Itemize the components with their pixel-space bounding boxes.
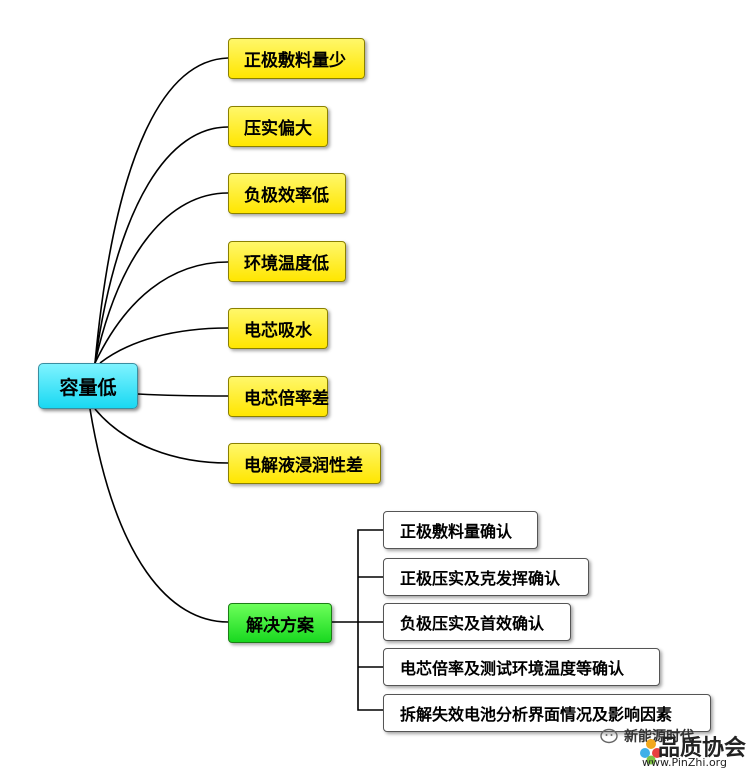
cause-label: 负极效率低	[244, 186, 329, 206]
solution-item-4[interactable]: 电芯倍率及测试环境温度等确认	[383, 648, 660, 686]
root-node[interactable]: 容量低	[38, 363, 138, 409]
cause-label: 电解液浸润性差	[244, 456, 363, 476]
watermark-top-text: 新能源时代	[624, 729, 694, 745]
watermark-main-text: 品质协会	[658, 736, 747, 761]
flower-logo-icon	[640, 739, 662, 765]
solution-item-3[interactable]: 负极压实及首效确认	[383, 603, 571, 641]
watermark: 新能源时代 品质协会 www.PinZhi.org	[598, 720, 748, 772]
solution-item-label: 正极压实及克发挥确认	[400, 569, 561, 588]
watermark-url: www.PinZhi.org	[642, 756, 727, 769]
cause-label: 电芯吸水	[244, 321, 312, 341]
cause-node-5[interactable]: 电芯吸水	[228, 308, 328, 349]
solution-item-label: 电芯倍率及测试环境温度等确认	[400, 659, 625, 678]
cause-node-4[interactable]: 环境温度低	[228, 241, 346, 282]
solution-label: 解决方案	[246, 615, 314, 636]
cause-label: 压实偏大	[244, 119, 312, 139]
cause-node-7[interactable]: 电解液浸润性差	[228, 443, 381, 484]
connector-root-cause-4	[94, 261, 229, 364]
connector-root-cause-1	[94, 57, 229, 364]
solution-item-5[interactable]: 拆解失效电池分析界面情况及影响因素	[383, 694, 711, 732]
connector-root-cause-7	[94, 408, 229, 464]
cause-label: 电芯倍率差	[244, 389, 329, 409]
connector-root-solution	[89, 408, 229, 623]
solution-item-label: 负极压实及首效确认	[400, 614, 545, 633]
solution-node[interactable]: 解决方案	[228, 603, 332, 643]
wechat-icon	[600, 728, 618, 744]
connector-root-cause-5	[99, 327, 229, 364]
solution-item-1[interactable]: 正极敷料量确认	[383, 511, 538, 549]
cause-node-3[interactable]: 负极效率低	[228, 173, 346, 214]
cause-node-2[interactable]: 压实偏大	[228, 106, 328, 147]
cause-node-6[interactable]: 电芯倍率差	[228, 376, 329, 417]
connector-root-cause-3	[94, 192, 229, 364]
connector-solution-bracket	[332, 529, 383, 711]
cause-label: 正极敷料量少	[244, 51, 346, 71]
solution-item-2[interactable]: 正极压实及克发挥确认	[383, 558, 589, 596]
solution-item-label: 正极敷料量确认	[400, 522, 513, 541]
connector-root-cause-6	[137, 393, 229, 397]
cause-node-1[interactable]: 正极敷料量少	[228, 38, 365, 79]
solution-item-label: 拆解失效电池分析界面情况及影响因素	[400, 705, 673, 724]
connector-root-cause-2	[94, 126, 229, 364]
root-label: 容量低	[59, 376, 117, 399]
cause-label: 环境温度低	[244, 254, 329, 274]
